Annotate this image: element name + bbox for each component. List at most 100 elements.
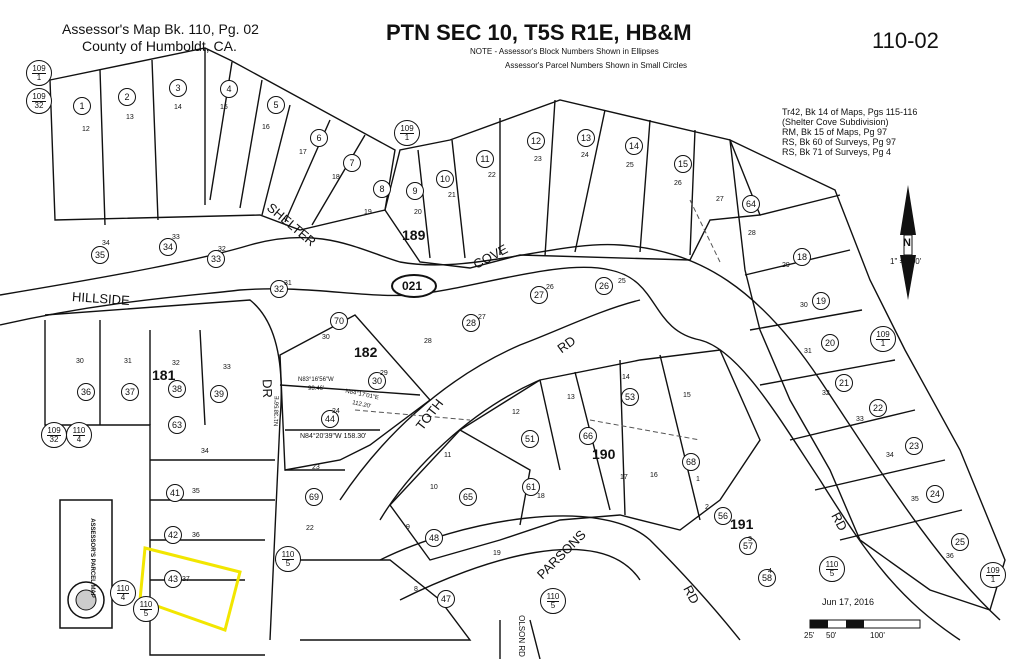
highlighted-parcel-43 xyxy=(138,546,242,632)
shelter-cove-road-south-edge xyxy=(0,266,961,641)
cross-reference-map-book: 110 xyxy=(72,425,86,436)
lot-number-26: 26 xyxy=(546,284,554,291)
lot-number-23: 23 xyxy=(312,464,320,471)
cross-reference-map-book: 109 xyxy=(986,565,1000,576)
lot-number-24: 24 xyxy=(581,152,589,159)
parcel-circle-33: 33 xyxy=(207,250,225,268)
note-line-1: NOTE - Assessor's Block Numbers Shown in… xyxy=(470,47,659,56)
lot-number-12: 12 xyxy=(512,409,520,416)
reference-line-5: RS, Bk 71 of Surveys, Pg 4 xyxy=(782,147,892,157)
lot-number-30: 30 xyxy=(76,358,84,365)
parcel-circle-28: 28 xyxy=(462,314,480,332)
stamp-date: Jun 17, 2016 xyxy=(822,597,875,607)
scale-100: 100' xyxy=(870,631,885,640)
lot-number-34: 34 xyxy=(102,240,110,247)
parcel-circle-14: 14 xyxy=(625,137,643,155)
parcel-circle-36: 36 xyxy=(77,383,95,401)
parcel-circle-63: 63 xyxy=(168,416,186,434)
parcel-circle-30: 30 xyxy=(368,372,386,390)
street-dr: DR xyxy=(259,378,276,399)
cross-reference-map-book: 109 xyxy=(32,63,46,74)
parcel-circle-69: 69 xyxy=(305,488,323,506)
parcel-circle-20: 20 xyxy=(821,334,839,352)
lot-number-19: 19 xyxy=(364,209,372,216)
parcel-circle-42: 42 xyxy=(164,526,182,544)
lot-number-36: 36 xyxy=(946,553,954,560)
lot-number-30: 30 xyxy=(322,334,330,341)
parcel-circle-12: 12 xyxy=(527,132,545,150)
lot-number-29: 29 xyxy=(380,370,388,377)
block-189-label: 189 xyxy=(402,227,426,243)
parcel-circle-18: 18 xyxy=(793,248,811,266)
scale-bar xyxy=(809,619,921,629)
lot-number-31: 31 xyxy=(284,280,292,287)
reference-line-3: RM, Bk 15 of Maps, Pg 97 xyxy=(782,127,888,137)
parcel-circle-34: 34 xyxy=(159,238,177,256)
parcel-circle-66: 66 xyxy=(579,427,597,445)
cross-reference-page: 32 xyxy=(34,100,44,110)
cross-reference-map-book: 110 xyxy=(139,599,153,610)
lot-number-25: 25 xyxy=(618,278,626,285)
cross-reference-map-book: 110 xyxy=(825,559,839,570)
legend-box xyxy=(59,499,113,629)
lot-number-23: 23 xyxy=(534,156,542,163)
parcel-circle-47: 47 xyxy=(437,590,455,608)
cross-reference-map-book: 109 xyxy=(876,329,890,340)
parcel-circle-9: 9 xyxy=(406,182,424,200)
lot-number-36: 36 xyxy=(192,532,200,539)
cross-reference-page: 4 xyxy=(120,592,126,602)
cross-reference-page: 4 xyxy=(76,434,82,444)
cross-reference-page: 5 xyxy=(550,600,556,610)
lot-number-3: 3 xyxy=(748,536,752,543)
lot-number-14: 14 xyxy=(622,374,630,381)
parcel-circle-48: 48 xyxy=(425,529,443,547)
lot-number-24: 24 xyxy=(332,408,340,415)
parcel-circle-3: 3 xyxy=(169,79,187,97)
block-ellipse-021 xyxy=(391,274,437,298)
lot-number-16: 16 xyxy=(262,124,270,131)
block-190-label: 190 xyxy=(592,446,616,462)
cross-reference-map-book: 110 xyxy=(546,591,560,602)
lot-number-10: 10 xyxy=(430,484,438,491)
parcel-circle-23: 23 xyxy=(905,437,923,455)
cross-reference-page: 5 xyxy=(829,568,835,578)
lot-number-27: 27 xyxy=(478,314,486,321)
parcel-circle-5: 5 xyxy=(267,96,285,114)
lot-number-32: 32 xyxy=(172,360,180,367)
lot-number-32: 32 xyxy=(822,390,830,397)
parcel-circle-65: 65 xyxy=(459,488,477,506)
shelter-cove-road-north-edge xyxy=(0,236,1001,621)
parcel-circle-32: 32 xyxy=(270,280,288,298)
parcel-circle-1: 1 xyxy=(73,97,91,115)
hillside-dr-edge xyxy=(44,299,282,641)
block-191-label: 191 xyxy=(730,516,754,532)
lot-number-34: 34 xyxy=(201,448,209,455)
scale-50: 50' xyxy=(826,631,837,640)
toth-rd-edges xyxy=(339,299,641,521)
lot-number-12: 12 xyxy=(82,126,90,133)
block-ellipse-021-label: 021 xyxy=(402,279,423,293)
reference-line-4: RS, Bk 60 of Surveys, Pg 97 xyxy=(782,137,897,147)
parcel-circle-64: 64 xyxy=(742,195,760,213)
parcel-circle-51: 51 xyxy=(521,430,539,448)
lot-number-33: 33 xyxy=(223,364,231,371)
parcel-circle-56: 56 xyxy=(714,507,732,525)
cross-reference-map-book: 109 xyxy=(400,123,414,134)
map-number: 110-02 xyxy=(872,28,939,53)
north-arrow xyxy=(900,185,916,300)
lot-number-16: 16 xyxy=(650,472,658,479)
cross-reference-map-book: 110 xyxy=(116,583,130,594)
scale-25: 25' xyxy=(804,631,815,640)
lot-number-35: 35 xyxy=(911,496,919,503)
parcel-circle-8: 8 xyxy=(373,180,391,198)
lot-number-4: 4 xyxy=(768,568,772,575)
parcel-circle-44: 44 xyxy=(321,410,339,428)
parcel-circle-39: 39 xyxy=(210,385,228,403)
